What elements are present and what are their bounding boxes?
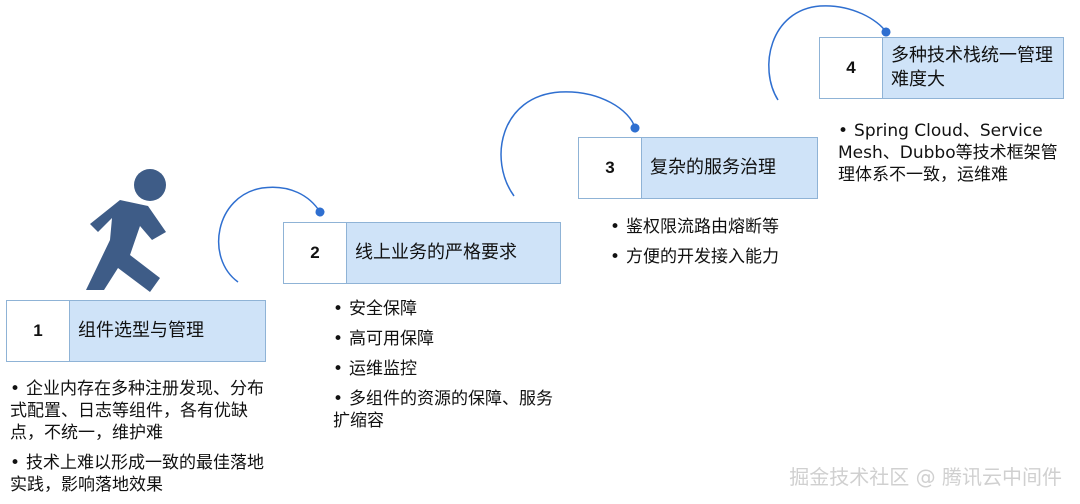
list-item: •高可用保障: [333, 329, 435, 349]
list-item: •技术上难以形成一致的最佳落地实践，影响落地效果: [10, 453, 265, 495]
step-2-box: 2 线上业务的严格要求: [283, 222, 561, 284]
step-title: 线上业务的严格要求: [347, 223, 560, 283]
runner-icon: [86, 169, 166, 292]
step-4-box: 4 多种技术栈统一管理难度大: [819, 37, 1064, 99]
step-1-bullets: •企业内存在多种注册发现、分布式配置、日志等组件，各有优缺点，不统一，维护难 •…: [10, 378, 272, 504]
curved-arrow-icon: [500, 91, 640, 197]
curved-arrow-icon: [217, 186, 325, 283]
list-item: •企业内存在多种注册发现、分布式配置、日志等组件，各有优缺点，不统一，维护难: [10, 379, 265, 443]
list-item: •运维监控: [333, 359, 418, 379]
step-4-bullets: •Spring Cloud、Service Mesh、Dubbo等技术框架管理体…: [838, 120, 1068, 194]
list-item: •Spring Cloud、Service Mesh、Dubbo等技术框架管理体…: [838, 121, 1058, 185]
step-number: 2: [284, 223, 347, 283]
step-1-box: 1 组件选型与管理: [6, 300, 266, 362]
step-number: 1: [7, 301, 70, 361]
step-3-box: 3 复杂的服务治理: [578, 137, 818, 199]
step-2-bullets: •安全保障 •高可用保障 •运维监控 •多组件的资源的保障、服务扩缩容: [333, 298, 563, 440]
step-3-bullets: •鉴权限流路由熔断等 •方便的开发接入能力: [610, 216, 830, 276]
list-item: •方便的开发接入能力: [610, 247, 780, 267]
step-title: 多种技术栈统一管理难度大: [883, 38, 1063, 98]
list-item: •多组件的资源的保障、服务扩缩容: [333, 389, 554, 431]
watermark: 掘金技术社区 @ 腾讯云中间件: [789, 465, 1062, 489]
curved-arrow-icon: [768, 5, 891, 101]
step-number: 3: [579, 138, 642, 198]
step-title: 组件选型与管理: [70, 301, 265, 361]
step-title: 复杂的服务治理: [642, 138, 817, 198]
list-item: •鉴权限流路由熔断等: [610, 217, 780, 237]
list-item: •安全保障: [333, 299, 418, 319]
step-number: 4: [820, 38, 883, 98]
